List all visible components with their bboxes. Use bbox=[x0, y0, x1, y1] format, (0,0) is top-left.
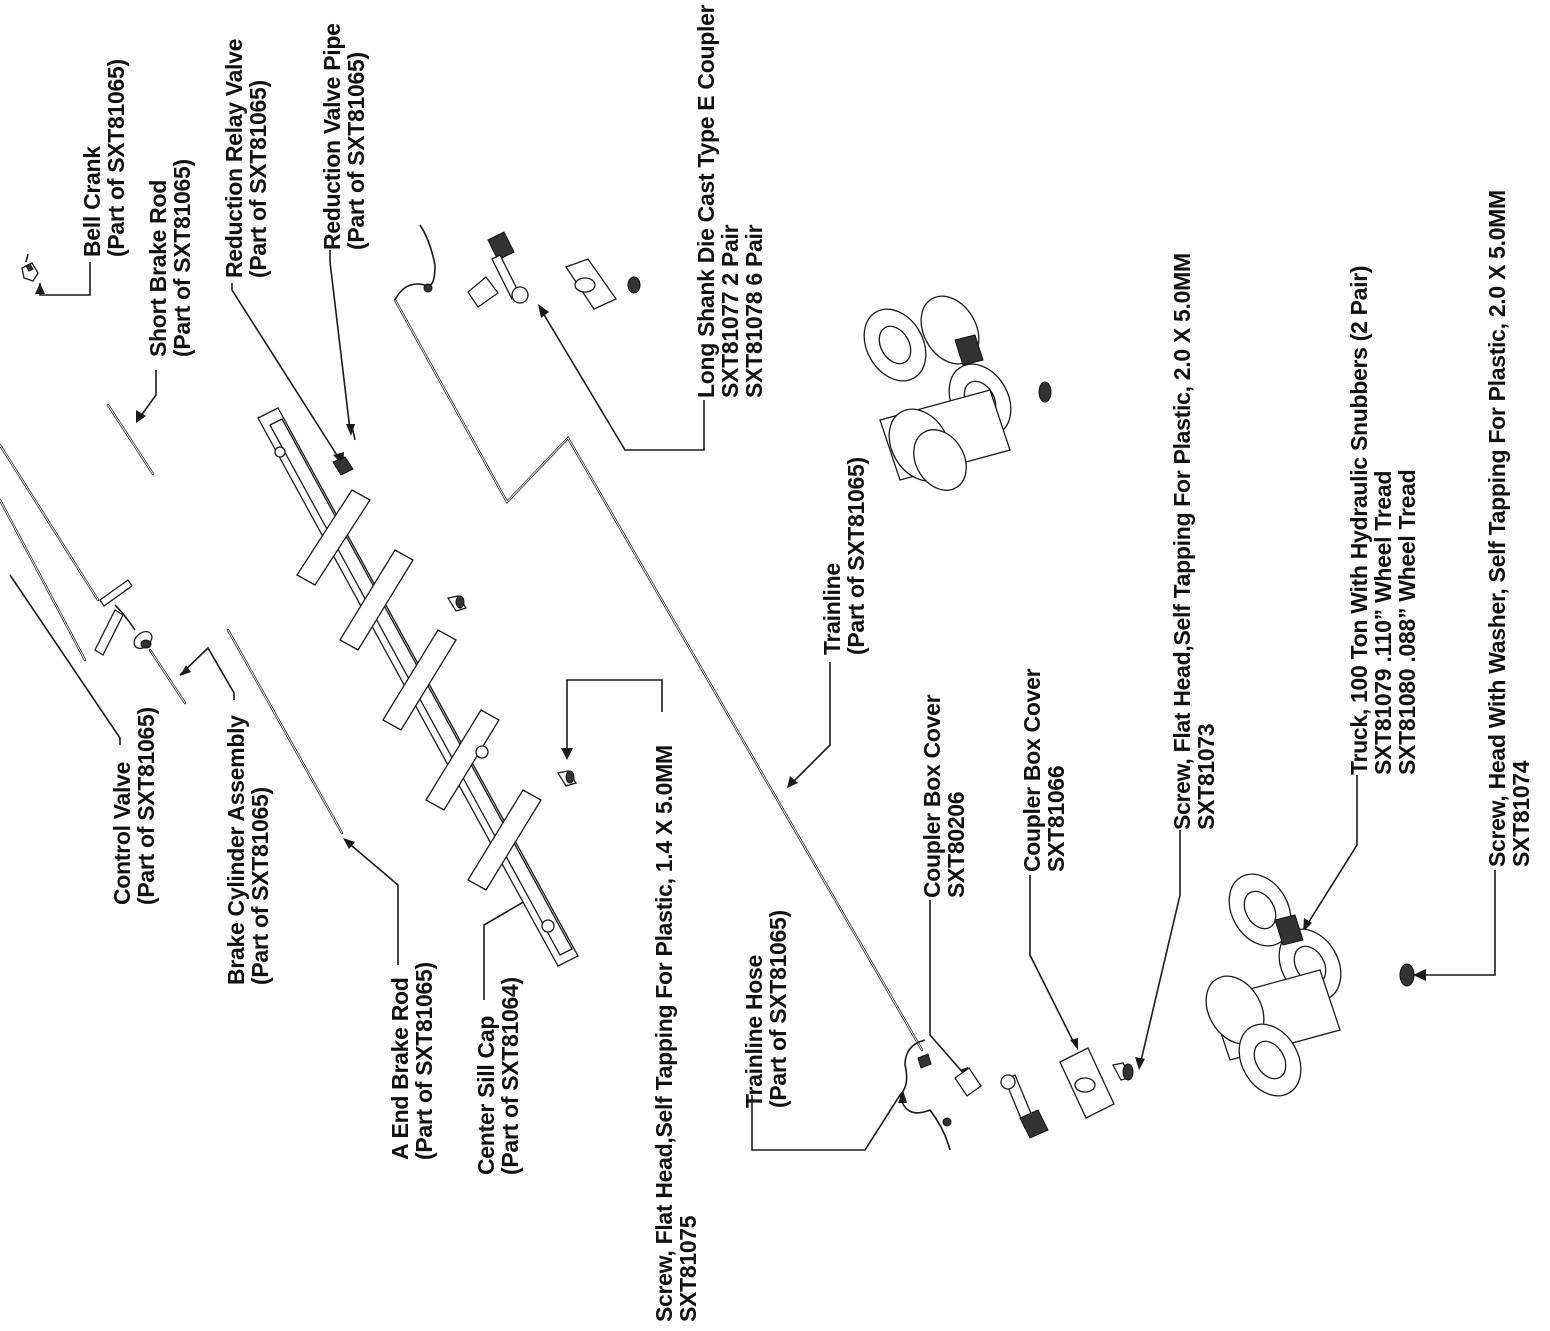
bell-crank-label: Bell Crank (Part of SXT81065) bbox=[79, 59, 129, 257]
short-brake-rod-label: Short Brake Rod (Part of SXT81065) bbox=[145, 159, 195, 357]
trainline-label: Trainline (Part of SXT81065) bbox=[819, 457, 869, 655]
bell-crank-part bbox=[21, 253, 39, 282]
coupler-bottom-part bbox=[954, 1047, 1134, 1139]
a-end-brake-rod-arrow bbox=[343, 838, 355, 849]
brake-rods bbox=[0, 443, 344, 835]
screw-2-0-leader bbox=[1139, 830, 1181, 1066]
brake-cylinder-arrow bbox=[180, 665, 191, 676]
coupler-label: Long Shank Die Cast Type E Coupler SXT81… bbox=[693, 0, 767, 398]
bell-crank-arrow bbox=[35, 283, 45, 294]
a-end-brake-rod-label: A End Brake Rod (Part of SXT81065) bbox=[387, 962, 437, 1160]
control-valve-part bbox=[94, 579, 153, 656]
brake-cylinder-label: Brake Cylinder Assembly (Part of SXT8106… bbox=[223, 709, 273, 985]
truck-arrow bbox=[1303, 918, 1312, 932]
control-valve-leader bbox=[9, 574, 121, 745]
center-sill-cap-leader bbox=[483, 896, 533, 1000]
reduction-relay-valve-leader bbox=[231, 283, 341, 461]
reduction-valve-pipe-leader bbox=[329, 250, 351, 431]
reduction-valve-pipe-label: Reduction Valve Pipe (Part of SXT81065) bbox=[319, 17, 369, 250]
screw-2-0-arrow bbox=[1135, 1057, 1145, 1070]
screw-washer-arrow bbox=[1413, 969, 1426, 981]
lower-truck-part bbox=[1205, 873, 1415, 1097]
a-end-brake-rod-leader bbox=[344, 839, 399, 965]
bell-crank-leader bbox=[39, 262, 91, 296]
brake-cylinder-leader bbox=[179, 646, 235, 700]
coupler-top-part bbox=[467, 231, 641, 310]
trainline-hose-part bbox=[899, 1039, 952, 1151]
coupler-box-cover-2-arrow bbox=[1070, 1038, 1078, 1050]
screw-1-4-leader bbox=[566, 679, 663, 755]
trainline-leader bbox=[789, 662, 831, 786]
leader-lines bbox=[9, 250, 1496, 1151]
screw-1-4-label: Screw, Flat Head,Self Tapping For Plasti… bbox=[651, 739, 701, 1322]
short-brake-rod-leader bbox=[137, 370, 157, 421]
coupler-leader bbox=[539, 307, 705, 451]
trainline-hose-arrow bbox=[898, 1090, 907, 1103]
reduction-relay-valve-label: Reduction Relay Valve (Part of SXT81065) bbox=[221, 33, 271, 278]
trainline-arrow bbox=[787, 776, 798, 788]
screw-1-4-arrow bbox=[561, 748, 573, 760]
center-sill-part bbox=[257, 407, 579, 967]
screw-2-0-label: Screw, Flat Head,Self Tapping For Plasti… bbox=[1169, 247, 1219, 830]
screw-washer-label: Screw, Head With Washer, Self Tapping Fo… bbox=[1484, 184, 1534, 867]
screw-washer-leader bbox=[1420, 870, 1496, 976]
short-brake-rod-part bbox=[106, 403, 155, 476]
short-brake-rod-arrow bbox=[136, 410, 146, 423]
coupler-box-cover-2-leader bbox=[1029, 875, 1076, 1046]
trainline-hose-leader bbox=[751, 1094, 901, 1151]
trainline-part bbox=[393, 224, 924, 1052]
truck-leader bbox=[1304, 775, 1358, 929]
coupler-box-cover-1-label: Coupler Box Cover SXT80206 bbox=[919, 689, 969, 898]
coupler-box-cover-1-leader bbox=[929, 900, 966, 1076]
center-sill-cap-label: Center Sill Cap (Part of SXT81064) bbox=[473, 977, 523, 1175]
truck-label: Truck, 100 Ton With Hydraulic Snubbers (… bbox=[1346, 260, 1420, 775]
control-valve-label: Control Valve (Part of SXT81065) bbox=[109, 707, 159, 905]
center-screws bbox=[446, 595, 578, 787]
trainline-hose-label: Trainline Hose (Part of SXT81065) bbox=[741, 910, 791, 1108]
upper-truck-part bbox=[863, 295, 1052, 491]
labels: Bell Crank (Part of SXT81065) Short Brak… bbox=[79, 0, 1534, 1322]
coupler-box-cover-2-label: Coupler Box Cover SXT81066 bbox=[1019, 663, 1069, 872]
coupler-arrow bbox=[538, 304, 549, 318]
